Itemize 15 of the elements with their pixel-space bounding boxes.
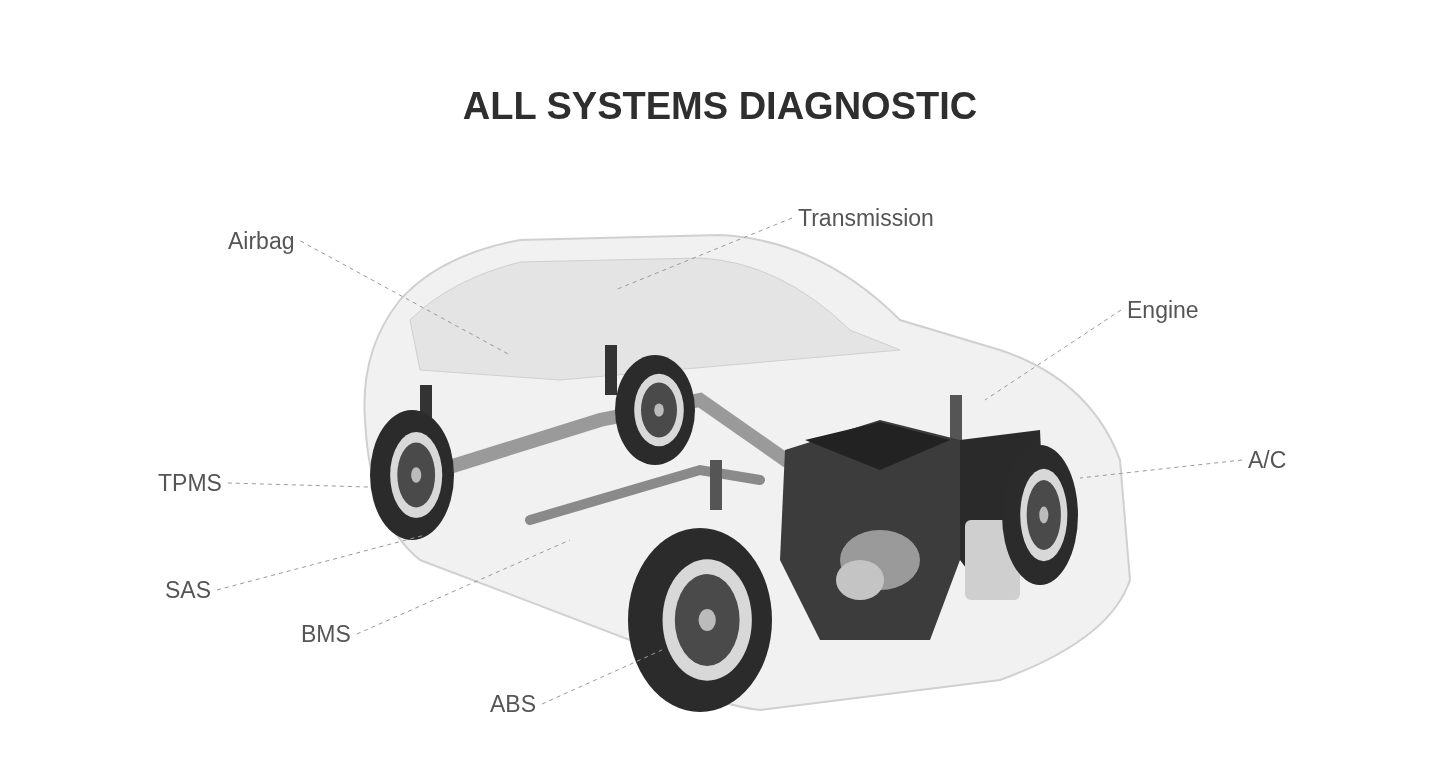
part-label: BMS	[301, 619, 351, 649]
part-label: Airbag	[228, 226, 295, 256]
leader-line	[300, 240, 511, 356]
part-label: TPMS	[158, 468, 222, 498]
part-label: ABS	[490, 689, 537, 719]
leader-line	[227, 482, 369, 488]
title: ALL SYSTEMS DIAGNOSTIC	[462, 84, 978, 129]
part-label: Transmission	[798, 203, 934, 233]
part-label: SAS	[165, 575, 212, 605]
leader-line	[356, 539, 571, 635]
leader-line	[541, 649, 663, 705]
part-label: A/C	[1248, 445, 1287, 475]
leader-line	[984, 309, 1122, 401]
part-label: Engine	[1127, 295, 1199, 325]
leader-line	[1079, 459, 1243, 479]
